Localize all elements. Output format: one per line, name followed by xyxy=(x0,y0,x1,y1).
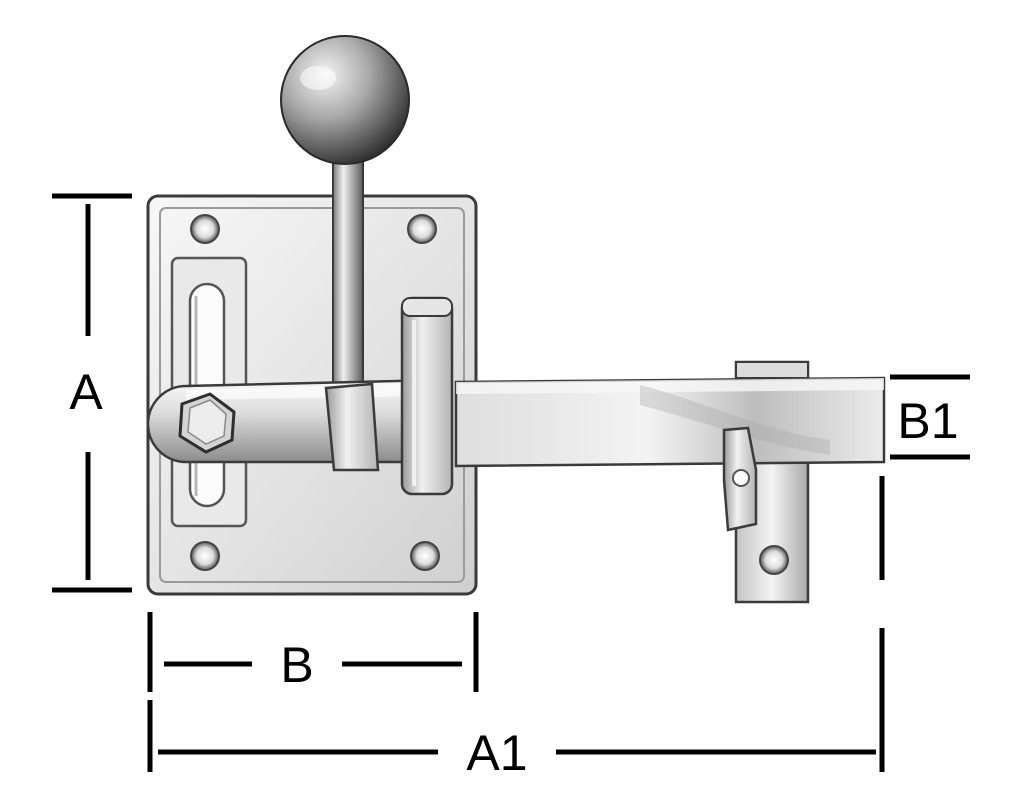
guide-staple xyxy=(400,296,454,496)
dimension-b xyxy=(147,612,479,692)
dimension-b1-label: B1 xyxy=(897,393,958,449)
dimension-b-label: B xyxy=(280,637,313,693)
latch-bar xyxy=(454,376,886,468)
handle-collar xyxy=(324,382,380,472)
dimension-a xyxy=(52,193,132,593)
dimension-b1 xyxy=(890,374,970,460)
screw-hole-top-right xyxy=(407,214,437,244)
catch-tab xyxy=(722,426,758,532)
screw-hole-bottom-left xyxy=(190,541,220,571)
screw-hole-bottom-right xyxy=(410,541,440,571)
dimension-a1-label: A1 xyxy=(466,725,527,781)
screw-hole-top-left xyxy=(190,214,220,244)
lever-handle xyxy=(280,35,410,401)
dimension-a-label: A xyxy=(69,364,103,420)
dimension-a1 xyxy=(147,476,885,772)
pivot-bolt xyxy=(178,392,236,454)
